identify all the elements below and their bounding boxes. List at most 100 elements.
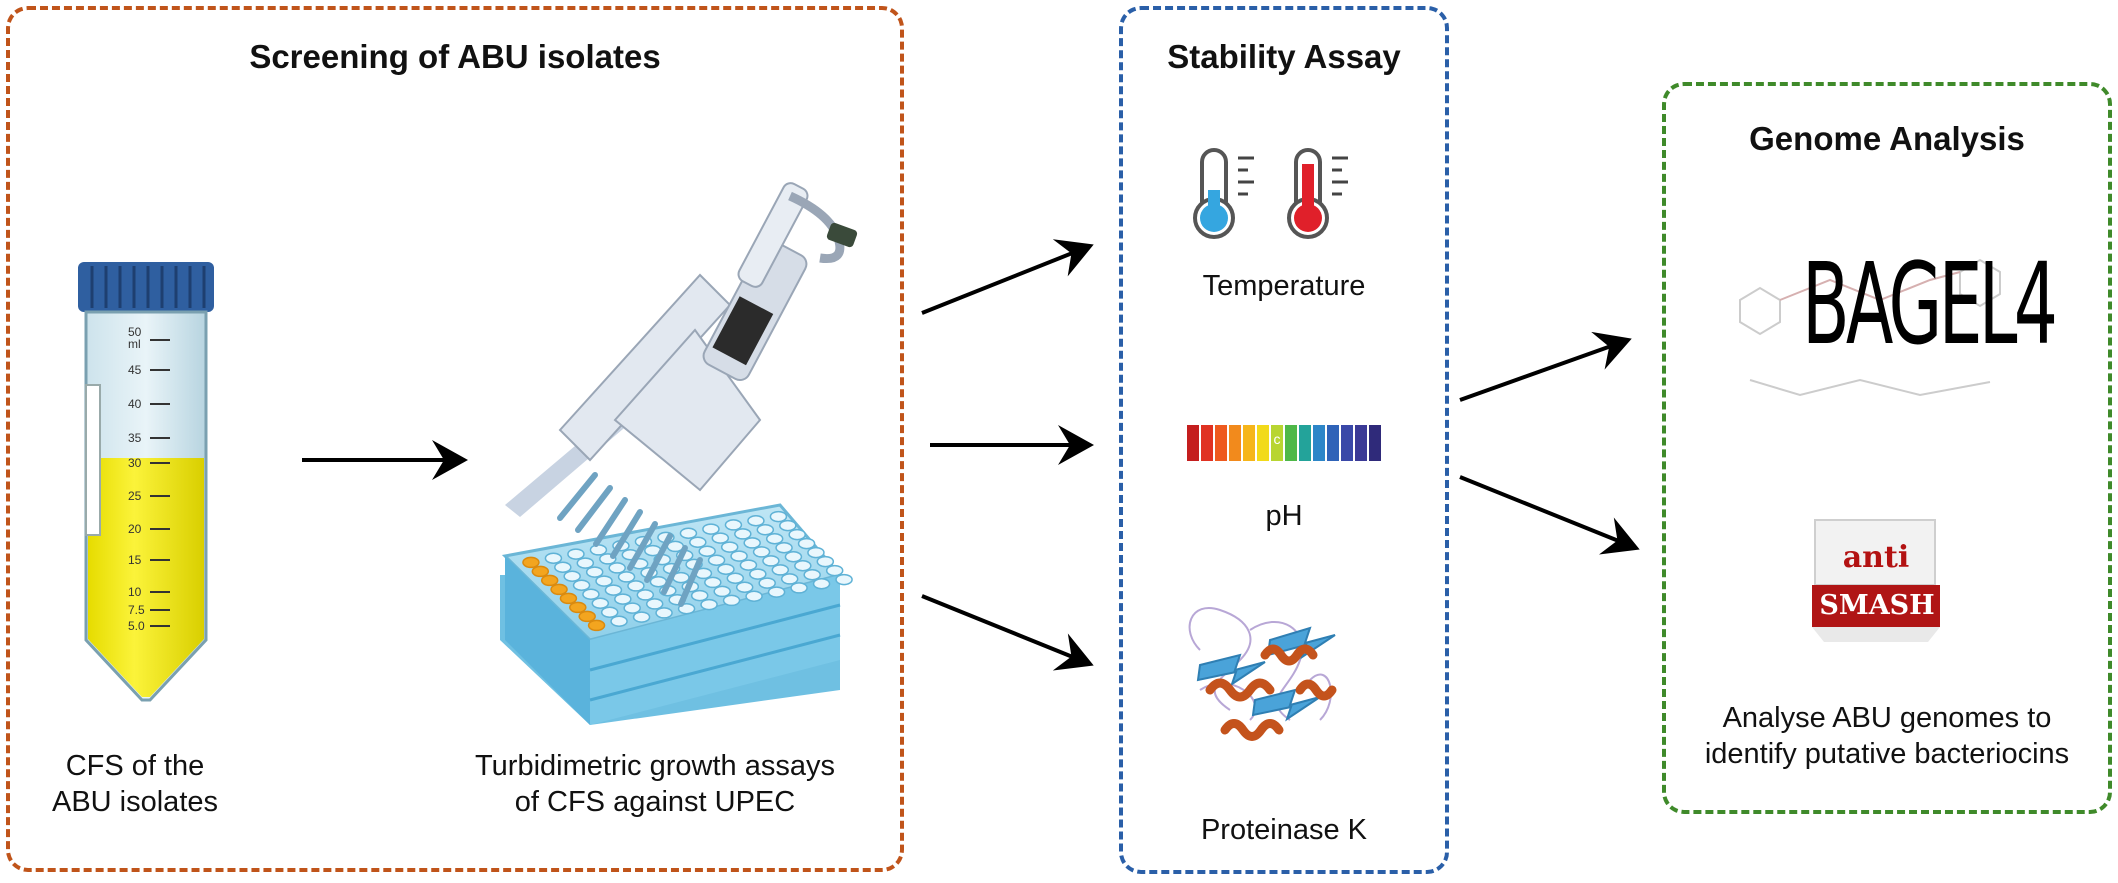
plate-well xyxy=(595,575,613,587)
thermometer-hot-icon xyxy=(1287,148,1348,239)
assay-label-line1: Turbidimetric growth assays xyxy=(475,750,835,782)
plate-well xyxy=(730,550,748,562)
plate-well xyxy=(554,561,572,573)
plate-well xyxy=(591,597,610,609)
plate-well xyxy=(604,584,623,596)
tube-scale-label: 35 xyxy=(128,431,142,445)
tube-scale-label: ml xyxy=(128,337,141,351)
plate-well xyxy=(531,565,550,578)
plate-well xyxy=(722,594,741,607)
plate-well xyxy=(739,559,758,571)
ph-scale-icon xyxy=(1187,425,1381,461)
multichannel-pipette-icon xyxy=(505,182,858,607)
plate-well xyxy=(690,589,709,602)
ph-scale-segment xyxy=(1201,425,1213,461)
plate-well xyxy=(707,554,726,566)
plate-well xyxy=(747,515,765,527)
plate-well xyxy=(711,532,730,544)
ph-scale-segment xyxy=(1327,425,1339,461)
plate-well xyxy=(614,593,632,605)
ph-scale-segment xyxy=(1187,425,1199,461)
plate-well xyxy=(812,578,831,590)
plate-well xyxy=(585,566,604,578)
flow-arrows xyxy=(302,239,1640,671)
tube-scale-labels: 50 ml 45 40 35 30 25 20 15 10 7.5 5.0 xyxy=(128,325,145,633)
plate-well xyxy=(576,557,595,569)
plate-well xyxy=(540,574,559,587)
well-plate-icon xyxy=(500,503,853,725)
plate-well xyxy=(679,527,698,539)
plate-well xyxy=(790,582,808,594)
plate-well xyxy=(803,569,821,581)
plate-well xyxy=(559,592,578,605)
tube-scale-label: 30 xyxy=(128,456,142,470)
protein-structure-icon xyxy=(1188,607,1337,741)
plate-well xyxy=(617,571,636,583)
ph-center-mark: c xyxy=(1273,431,1281,447)
genome-title: Genome Analysis xyxy=(1749,120,2025,157)
cfs-label-line1: CFS of the xyxy=(65,750,205,782)
stability-panel xyxy=(1119,6,1449,874)
plate-well xyxy=(636,589,655,601)
plate-well xyxy=(655,607,673,619)
ph-scale-segment xyxy=(1243,425,1255,461)
plate-well xyxy=(797,537,816,550)
plate-well xyxy=(569,601,587,614)
antismash-logo xyxy=(1812,519,1940,642)
plate-well xyxy=(762,555,780,567)
plate-well xyxy=(734,528,752,540)
plate-well xyxy=(816,555,835,568)
plate-well xyxy=(794,560,812,572)
plate-well xyxy=(825,564,844,577)
plate-well xyxy=(743,537,761,549)
stability-title: Stability Assay xyxy=(1167,38,1401,75)
arrow-to-temperature xyxy=(921,239,1094,315)
ph-scale-segment xyxy=(1257,425,1269,461)
arrow-to-antismash xyxy=(1459,475,1640,555)
analysis-label-line1: Analyse ABU genomes to xyxy=(1722,702,2052,734)
analysis-label-line2: identify putative bacteriocins xyxy=(1704,738,2070,771)
proteinase-label: Proteinase K xyxy=(1200,814,1368,846)
plate-well xyxy=(779,519,797,532)
ph-scale-segment xyxy=(1215,425,1227,461)
plate-well xyxy=(587,619,606,632)
plate-well xyxy=(608,562,626,574)
bagel4-logo xyxy=(1739,258,2001,397)
tube-scale-label: 40 xyxy=(128,397,142,411)
tube-scale-label: 45 xyxy=(128,363,142,377)
plate-well xyxy=(582,588,600,600)
plate-well xyxy=(752,546,771,558)
assay-label: Turbidimetric growth assays of CFS again… xyxy=(435,748,875,821)
plate-well xyxy=(689,536,707,548)
plate-well xyxy=(749,568,767,580)
ph-scale-segment xyxy=(1299,425,1311,461)
plate-well xyxy=(835,573,853,586)
plate-well xyxy=(807,546,825,559)
plate-well xyxy=(765,533,784,545)
plate-well xyxy=(726,572,745,584)
plate-well xyxy=(775,542,793,554)
plate-well xyxy=(700,598,718,611)
ph-scale-segment xyxy=(1229,425,1241,461)
tube-scale-label: 10 xyxy=(128,585,142,599)
arrow-to-bagel xyxy=(1459,331,1632,402)
assay-label-line2: of CFS against UPEC xyxy=(514,786,796,819)
plate-well xyxy=(735,581,754,593)
plate-well xyxy=(544,552,563,564)
analysis-label: Analyse ABU genomes to identify putative… xyxy=(1662,700,2112,773)
plate-well xyxy=(771,564,790,576)
plate-well xyxy=(550,583,568,596)
plate-well xyxy=(589,544,608,556)
tube-scale-label: 20 xyxy=(128,522,142,536)
antismash-logo-top: anti xyxy=(1842,540,1910,575)
genome-panel xyxy=(1662,82,2112,814)
plate-well xyxy=(698,545,716,557)
plate-well xyxy=(713,585,731,598)
ph-scale-segment xyxy=(1341,425,1353,461)
ph-scale-segment xyxy=(1271,425,1283,461)
plate-well xyxy=(767,586,786,598)
cfs-label: CFS of the ABU isolates xyxy=(35,748,235,821)
antismash-logo-bottom: SMASH xyxy=(1819,590,1935,621)
plate-well xyxy=(610,615,628,627)
